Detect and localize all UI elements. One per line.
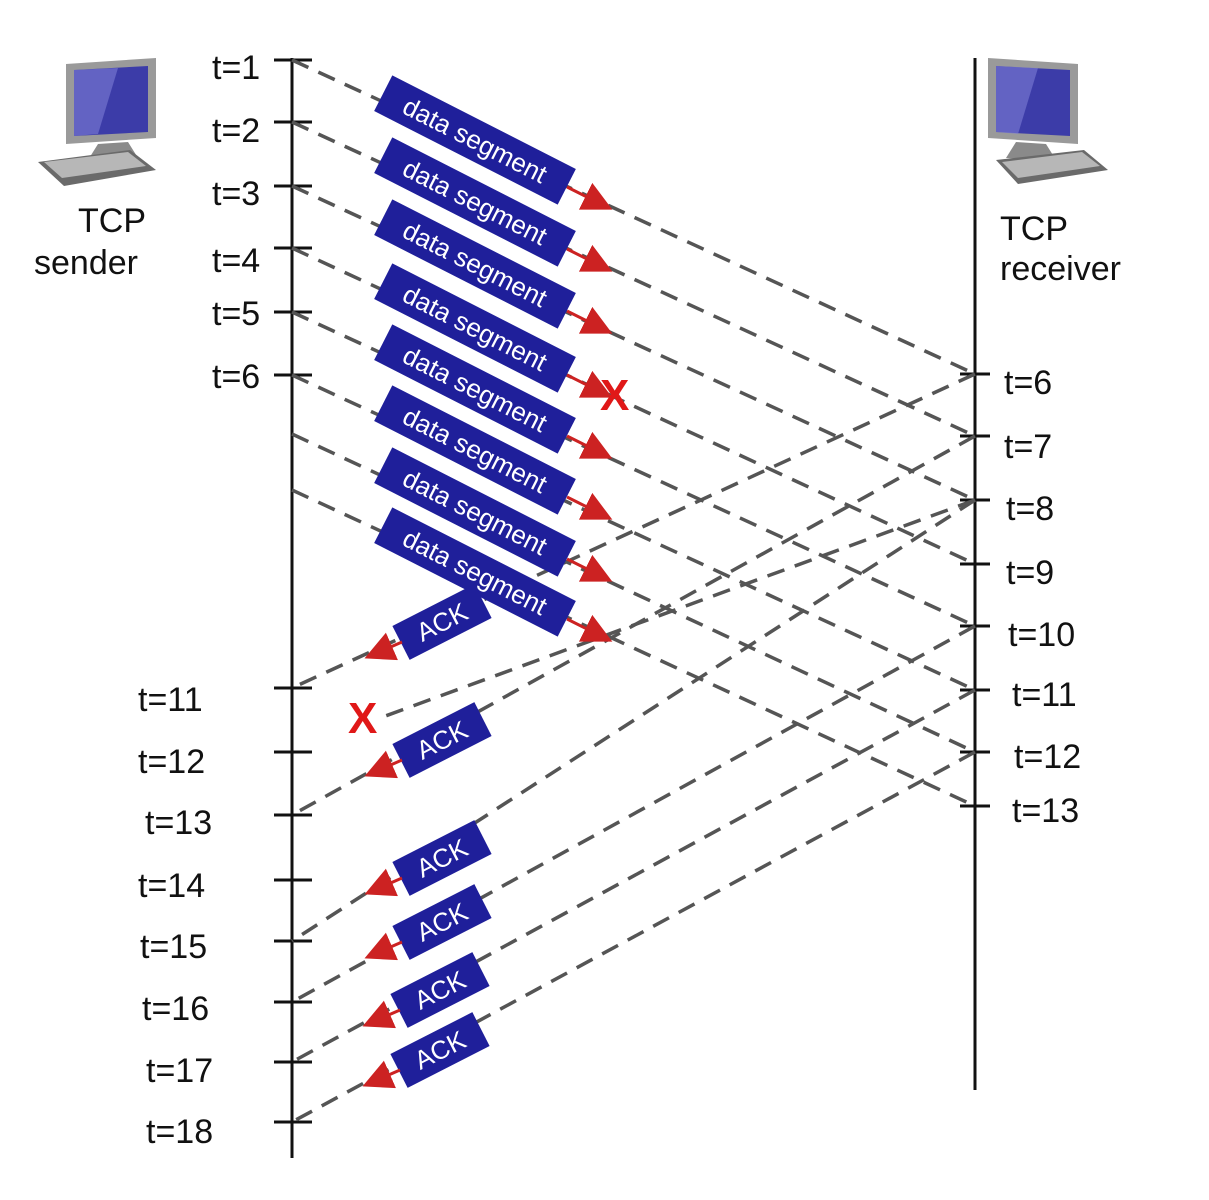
sender-time-label: t=14 <box>138 867 205 905</box>
segment-arrow <box>566 306 613 334</box>
sender-time-label: t=4 <box>212 242 260 280</box>
ack-box: ACK <box>392 584 492 660</box>
receiver-time-label: t=13 <box>1012 792 1079 830</box>
segment-arrow <box>566 431 613 459</box>
ack-box: ACK <box>392 884 492 960</box>
ack-arrow <box>364 932 403 961</box>
sender-time-label: t=2 <box>212 112 260 150</box>
ack-rect <box>390 1012 490 1088</box>
segment-arrow <box>566 182 613 210</box>
ack-arrow <box>364 868 403 897</box>
sender-label-line1: TCP <box>78 202 146 240</box>
segment-rect <box>374 137 576 267</box>
ack-rect <box>392 584 492 660</box>
segment-rect <box>374 507 576 637</box>
segment-rect <box>374 263 576 393</box>
segment-arrow <box>566 614 613 642</box>
sender-time-label: t=5 <box>212 295 260 333</box>
sender-time-label: t=3 <box>212 175 260 213</box>
receiver-time-label: t=12 <box>1014 738 1081 776</box>
segment-arrow <box>566 492 613 520</box>
ack-box: ACK <box>390 1012 490 1088</box>
sender-computer-icon <box>38 58 156 186</box>
receiver-label-line2: receiver <box>1000 250 1121 288</box>
receiver-label-line1: TCP <box>1000 210 1068 248</box>
receiver-time-label: t=7 <box>1004 428 1052 466</box>
receiver-time-label: t=9 <box>1006 554 1054 592</box>
receiver-time-label: t=10 <box>1008 616 1075 654</box>
segment-rect <box>374 447 576 577</box>
lost-ack-path <box>379 498 976 720</box>
sender-time-label: t=15 <box>140 928 207 966</box>
segment-arrow <box>566 244 613 272</box>
receiver-time-label: t=11 <box>1012 676 1077 714</box>
segment-rect <box>374 324 576 454</box>
sender-time-label: t=13 <box>145 804 212 842</box>
ack-arrow <box>364 632 403 661</box>
ack-box: ACK <box>392 820 492 896</box>
ack-box: ACK <box>392 702 492 778</box>
lost-ack-mark: X <box>348 694 377 743</box>
receiver-time-label: t=6 <box>1004 364 1052 402</box>
ack-arrow <box>362 1000 401 1029</box>
segment-arrow <box>566 370 613 398</box>
ack-arrow <box>362 1060 401 1089</box>
ack-rect <box>392 884 492 960</box>
sender-time-label: t=18 <box>146 1113 213 1151</box>
segment-rect <box>374 385 576 515</box>
ack-path <box>291 750 976 1124</box>
sender-time-label: t=17 <box>146 1052 213 1090</box>
lost-segment-mark: X <box>600 371 629 420</box>
ack-rect <box>392 820 492 896</box>
ack-rect <box>390 952 490 1028</box>
sender-time-label: t=6 <box>212 358 260 396</box>
sender-time-label: t=12 <box>138 743 205 781</box>
sender-time-label: t=1 <box>212 49 260 87</box>
sender-label-line2: sender <box>34 244 138 282</box>
sender-time-label: t=16 <box>142 990 209 1028</box>
ack-arrow <box>364 750 403 779</box>
segment-rect <box>374 75 576 205</box>
ack-rect <box>392 702 492 778</box>
receiver-computer-icon <box>988 58 1108 184</box>
receiver-time-label: t=8 <box>1006 490 1054 528</box>
segment-arrow <box>566 554 613 582</box>
sender-time-label: t=11 <box>138 681 203 719</box>
segment-rect <box>374 199 576 329</box>
ack-box: ACK <box>390 952 490 1028</box>
